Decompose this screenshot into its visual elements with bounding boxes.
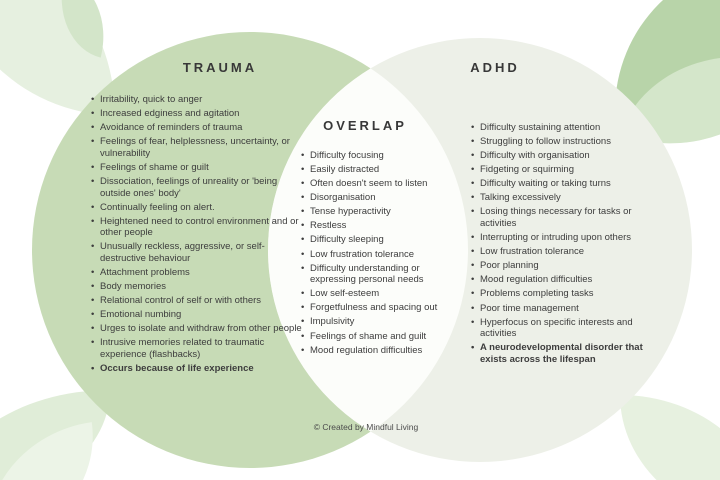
list-item: Unusually reckless, aggressive, or self-… xyxy=(90,241,302,264)
list-item: Difficulty sleeping xyxy=(300,234,442,246)
list-item: Difficulty waiting or taking turns xyxy=(470,178,668,190)
list-item: Forgetfulness and spacing out xyxy=(300,302,442,314)
list-item: Poor planning xyxy=(470,260,668,272)
credit-text: © Created by Mindful Living xyxy=(313,422,419,432)
list-item: Difficulty understanding or expressing p… xyxy=(300,263,442,286)
list-item: Attachment problems xyxy=(90,267,302,279)
list-item: Feelings of shame and guilt xyxy=(300,331,442,343)
list-item: Intrusive memories related to traumatic … xyxy=(90,337,302,360)
list-item: Losing things necessary for tasks or act… xyxy=(470,206,668,229)
list-item: Hyperfocus on specific interests and act… xyxy=(470,317,668,340)
list-item: Problems completing tasks xyxy=(470,288,668,300)
list-item: Avoidance of reminders of trauma xyxy=(90,122,302,134)
list-item: Low frustration tolerance xyxy=(470,246,668,258)
list-item: Relational control of self or with other… xyxy=(90,295,302,307)
list-item: Continually feeling on alert. xyxy=(90,202,302,214)
list-item: Body memories xyxy=(90,281,302,293)
list-item: Easily distracted xyxy=(300,164,442,176)
list-item: Tense hyperactivity xyxy=(300,206,442,218)
list-item: A neurodevelopmental disorder that exist… xyxy=(470,342,668,365)
list-item: Impulsivity xyxy=(300,316,442,328)
list-item: Mood regulation difficulties xyxy=(470,274,668,286)
list-item: Heightened need to control environment a… xyxy=(90,216,302,239)
overlap-list: Difficulty focusingEasily distractedOfte… xyxy=(300,150,442,359)
list-item: Fidgeting or squirming xyxy=(470,164,668,176)
list-item: Low self-esteem xyxy=(300,288,442,300)
list-item: Difficulty sustaining attention xyxy=(470,122,668,134)
list-item: Talking excessively xyxy=(470,192,668,204)
overlap-title: OVERLAP xyxy=(323,118,407,133)
trauma-list: Irritability, quick to angerIncreased ed… xyxy=(90,94,302,377)
list-item: Irritability, quick to anger xyxy=(90,94,302,106)
list-item: Occurs because of life experience xyxy=(90,363,302,375)
trauma-title: TRAUMA xyxy=(182,60,258,75)
adhd-title: ADHD xyxy=(470,60,520,75)
list-item: Urges to isolate and withdraw from other… xyxy=(90,323,302,335)
list-item: Dissociation, feelings of unreality or '… xyxy=(90,176,302,199)
list-item: Often doesn't seem to listen xyxy=(300,178,442,190)
list-item: Difficulty focusing xyxy=(300,150,442,162)
list-item: Mood regulation difficulties xyxy=(300,345,442,357)
list-item: Feelings of shame or guilt xyxy=(90,162,302,174)
list-item: Difficulty with organisation xyxy=(470,150,668,162)
adhd-list: Difficulty sustaining attentionStrugglin… xyxy=(470,122,668,368)
list-item: Poor time management xyxy=(470,303,668,315)
list-item: Feelings of fear, helplessness, uncertai… xyxy=(90,136,302,159)
list-item: Struggling to follow instructions xyxy=(470,136,668,148)
list-item: Low frustration tolerance xyxy=(300,249,442,261)
list-item: Disorganisation xyxy=(300,192,442,204)
list-item: Interrupting or intruding upon others xyxy=(470,232,668,244)
list-item: Restless xyxy=(300,220,442,232)
list-item: Increased edginess and agitation xyxy=(90,108,302,120)
list-item: Emotional numbing xyxy=(90,309,302,321)
